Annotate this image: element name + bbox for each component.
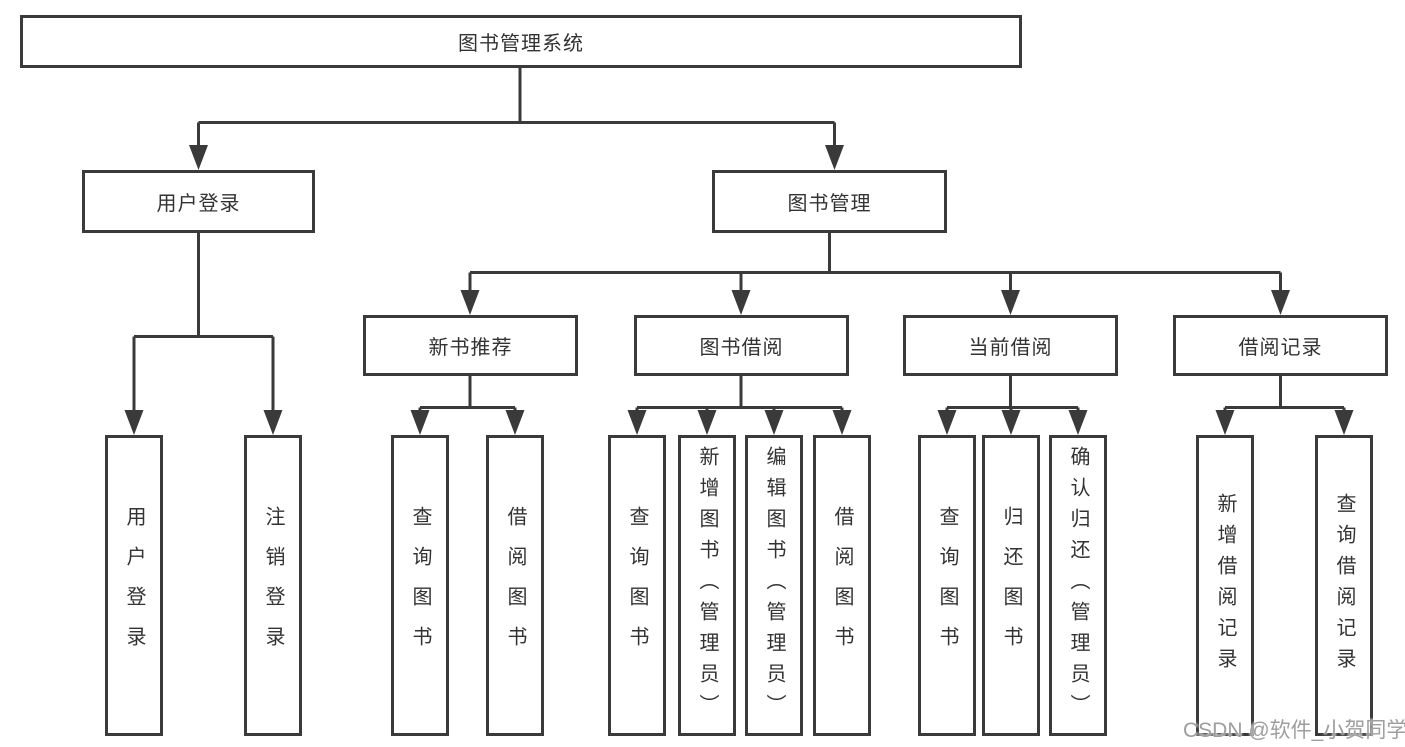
- leaf-label: 借阅图书: [831, 505, 853, 666]
- leaf-label: 用户登录: [123, 505, 145, 666]
- node-label: 图书管理: [787, 193, 872, 215]
- node-current-borrowing: 当前借阅: [903, 315, 1118, 376]
- leaf-label: 编辑图书（管理员）: [763, 446, 785, 725]
- leaf-query-borrow-record: 查询借阅记录: [1315, 435, 1373, 736]
- leaf-borrow-books: 借阅图书: [813, 435, 871, 736]
- leaf-label: 新增借阅记录: [1214, 492, 1236, 679]
- node-label: 图书管理系统: [458, 33, 584, 55]
- leaf-query-books-current: 查询图书: [918, 435, 976, 736]
- watermark: CSDN @软件_小贺同学: [1183, 719, 1405, 742]
- leaf-label: 归还图书: [1000, 505, 1022, 666]
- leaf-query-books-recommend: 查询图书: [391, 435, 449, 736]
- node-borrowing-records: 借阅记录: [1173, 315, 1388, 376]
- node-label: 当前借阅: [968, 337, 1053, 359]
- leaf-label: 查询图书: [936, 505, 958, 666]
- node-library-management-system: 图书管理系统: [20, 15, 1022, 68]
- leaf-add-borrow-record: 新增借阅记录: [1196, 435, 1254, 736]
- leaf-edit-books-admin: 编辑图书（管理员）: [745, 435, 803, 736]
- leaf-logout: 注销登录: [244, 435, 302, 736]
- leaf-query-books-borrow: 查询图书: [608, 435, 666, 736]
- node-label: 用户登录: [156, 193, 241, 215]
- node-user-login: 用户登录: [82, 170, 315, 233]
- leaf-label: 借阅图书: [504, 505, 526, 666]
- node-label: 借阅记录: [1238, 337, 1323, 359]
- node-new-book-recommendation: 新书推荐: [363, 315, 578, 376]
- leaf-user-login: 用户登录: [105, 435, 163, 736]
- leaf-label: 查询图书: [626, 505, 648, 666]
- leaf-borrow-books-recommend: 借阅图书: [486, 435, 544, 736]
- leaf-return-books: 归还图书: [982, 435, 1040, 736]
- leaf-add-books-admin: 新增图书（管理员）: [678, 435, 736, 736]
- leaf-label: 查询图书: [409, 505, 431, 666]
- node-label: 图书借阅: [699, 337, 784, 359]
- leaf-label: 确认归还（管理员）: [1067, 446, 1089, 725]
- leaf-label: 新增图书（管理员）: [696, 446, 718, 725]
- node-book-management: 图书管理: [712, 170, 947, 233]
- leaf-label: 查询借阅记录: [1333, 492, 1355, 679]
- node-label: 新书推荐: [428, 337, 513, 359]
- leaf-label: 注销登录: [262, 505, 284, 666]
- node-book-borrowing: 图书借阅: [634, 315, 849, 376]
- leaf-confirm-return-admin: 确认归还（管理员）: [1049, 435, 1107, 736]
